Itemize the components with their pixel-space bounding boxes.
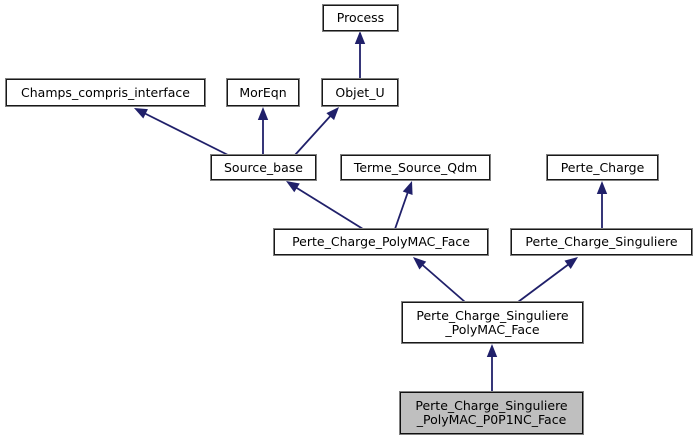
arrowhead-icon [257,107,269,120]
class-node-terme_source_qdm[interactable]: Terme_Source_Qdm [340,154,491,181]
class-node-pc_polymac_face[interactable]: Perte_Charge_PolyMAC_Face [273,228,489,256]
class-node-perte_charge[interactable]: Perte_Charge [546,154,659,181]
arrowhead-icon [286,181,300,193]
arrowhead-icon [564,257,578,269]
inheritance-edge [517,257,578,303]
inheritance-edge [257,107,269,155]
arrowhead-icon [326,107,339,121]
inheritance-edge [596,181,608,229]
class-node-label: Perte_Charge_PolyMAC_Face [292,234,470,249]
class-node-label: Champs_compris_interface [21,84,190,100]
arrowhead-icon [134,108,148,119]
class-node-label: Process [336,10,385,25]
inheritance-edge [394,181,413,230]
class-node-label: Perte_Charge_Singuliere _PolyMAC_P0P1NC_… [415,398,568,427]
inheritance-edge [486,344,498,392]
class-node-pc_singuliere[interactable]: Perte_Charge_Singuliere [510,228,693,256]
class-node-pcs_polymac_face[interactable]: Perte_Charge_Singuliere _PolyMAC_Face [401,301,584,344]
class-node-moreqn[interactable]: MorEqn [226,78,300,107]
class-node-label: Source_base [224,159,303,175]
arrowhead-icon [413,257,427,270]
inheritance-edge [294,107,339,156]
class-node-label: Perte_Charge [560,159,645,175]
arrowhead-icon [596,181,608,194]
class-node-champs_compris[interactable]: Champs_compris_interface [5,78,206,107]
class-node-label: Perte_Charge_Singuliere _PolyMAC_Face [416,307,569,337]
inheritance-edge [286,181,364,230]
inheritance-edge [134,108,229,156]
arrowhead-icon [354,31,366,44]
class-node-label: Objet_U [335,84,385,100]
class-node-label: Terme_Source_Qdm [353,159,478,175]
class-node-label: MorEqn [239,84,287,100]
class-node-process[interactable]: Process [322,4,399,32]
class-node-pcs_polymac_p0p1nc[interactable]: Perte_Charge_Singuliere _PolyMAC_P0P1NC_… [399,391,584,435]
class-node-source_base[interactable]: Source_base [210,154,317,181]
class-node-label: Perte_Charge_Singuliere [525,234,678,249]
inheritance-edge [354,31,366,79]
class-node-objet_u[interactable]: Objet_U [321,78,399,107]
arrowhead-icon [402,181,413,195]
arrowhead-icon [486,344,498,357]
inheritance-edge [413,257,466,303]
